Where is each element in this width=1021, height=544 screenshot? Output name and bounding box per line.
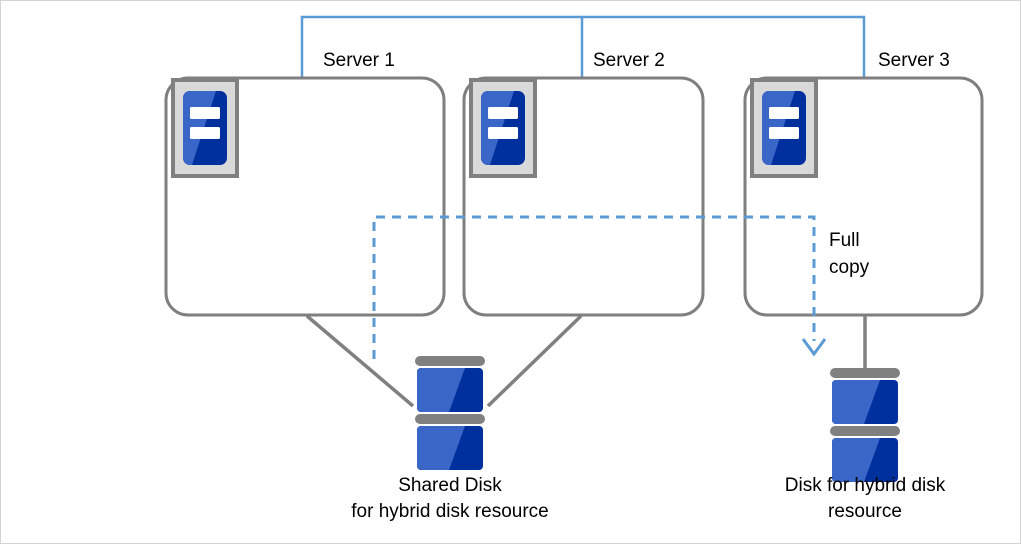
shared-disk-caption-line2: for hybrid disk resource xyxy=(351,501,548,522)
hybrid-disk-icon[interactable] xyxy=(830,368,900,482)
storage-connectors xyxy=(305,314,867,408)
full-copy-path xyxy=(372,215,827,359)
server-2-label: Server 2 xyxy=(593,50,665,71)
full-copy-label-line2: copy xyxy=(829,257,870,278)
server-label-brackets xyxy=(300,15,866,77)
server-1-label: Server 1 xyxy=(323,50,395,71)
shared-disk-icon[interactable] xyxy=(415,356,485,470)
full-copy-label-line1: Full xyxy=(829,230,860,251)
hybrid-disk-caption-line2: resource xyxy=(828,501,902,522)
server-icon-1 xyxy=(171,78,239,178)
connector-server1-shared-disk xyxy=(305,314,415,408)
full-copy-dashed-line xyxy=(372,215,816,359)
server-icon-3 xyxy=(750,78,818,178)
shared-disk-caption-line1: Shared Disk xyxy=(398,475,502,496)
server-boxes xyxy=(164,76,984,317)
server-3-label: Server 3 xyxy=(878,50,950,71)
connector-server2-shared-disk xyxy=(486,314,583,408)
bracket-server-2 xyxy=(582,15,866,77)
bracket-server-1 xyxy=(300,15,584,77)
hybrid-disk-caption-line1: Disk for hybrid disk xyxy=(785,475,946,496)
server-icon-2 xyxy=(469,78,537,178)
arrow-down-icon xyxy=(801,338,827,357)
